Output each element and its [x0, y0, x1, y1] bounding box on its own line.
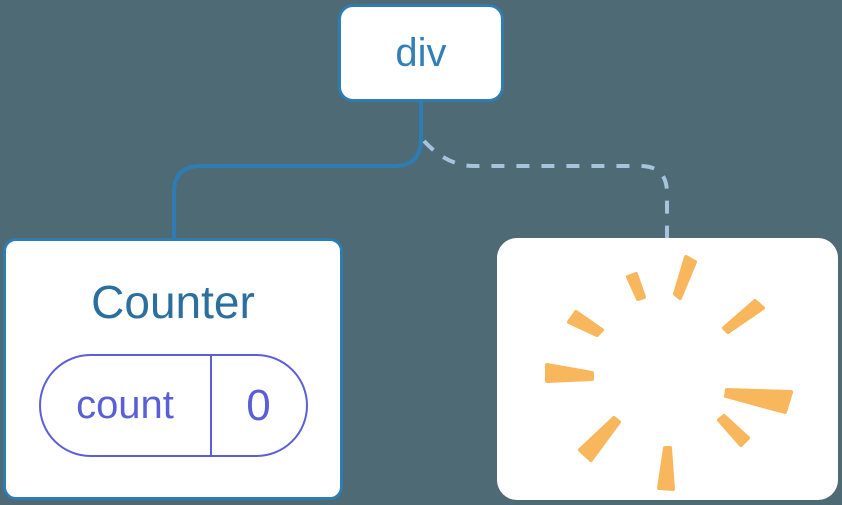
state-pill: count 0 [38, 354, 308, 457]
burst-wedge [626, 272, 646, 301]
burst-wedge [578, 416, 621, 462]
burst-poof-icon [545, 255, 793, 491]
burst-wedge [567, 310, 604, 337]
state-value-label: 0 [246, 380, 271, 430]
node-counter: Counter count 0 [3, 238, 343, 500]
burst-wedge [717, 414, 750, 447]
div-node-label: div [395, 31, 447, 75]
node-div: div [338, 4, 504, 102]
burst-wedge [657, 446, 675, 491]
burst-wedge [545, 363, 594, 383]
burst-wedge [722, 299, 765, 334]
edge-dashed-div-to-removed [422, 139, 669, 238]
state-key-label: count [41, 356, 212, 455]
burst-wedge [724, 388, 793, 414]
node-removed [497, 238, 838, 500]
counter-title: Counter [91, 276, 255, 328]
burst-wedge [673, 255, 697, 300]
edge-solid-div-to-counter [172, 100, 423, 239]
